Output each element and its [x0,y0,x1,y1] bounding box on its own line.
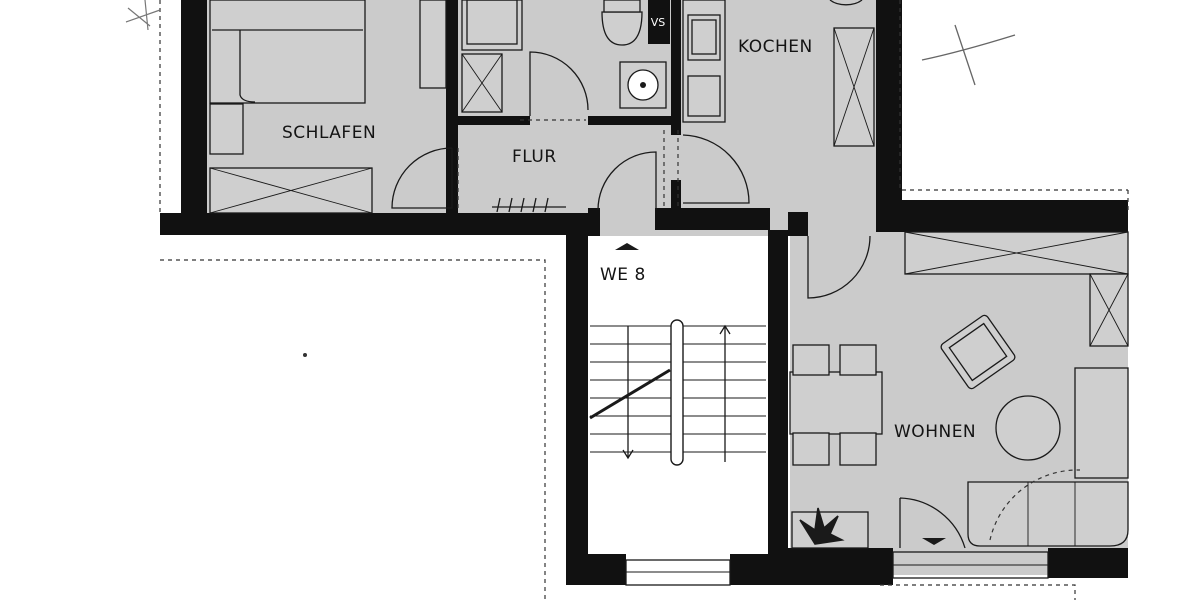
wall-kitchen-living [788,212,808,236]
sofa-cushions [1027,482,1076,546]
kitchen-sink-2 [691,19,717,55]
living-wardrobe-cross [904,231,1129,275]
wall-living-south-b [1048,548,1128,578]
shower-cabinet-cross [461,53,503,113]
room-label-schlafen: SCHLAFEN [282,123,376,143]
kitchen-sink [687,14,721,61]
door-bedroom [391,147,453,209]
room-labels: SCHLAFEN FLUR KOCHEN WOHNEN WE 8 [282,37,976,442]
wall-bedroom-west [181,0,207,217]
wardrobe-bedroom-cross [209,167,373,214]
bed [209,0,366,104]
wall-stair-east [768,230,788,585]
walls [160,0,1128,585]
stair-landing-marker [615,243,639,250]
room-label-kochen: KOCHEN [738,37,813,57]
speck [303,353,307,357]
door-kitchen [682,134,750,204]
sketch-marks [125,0,1016,357]
wall-bedroom-south [160,213,570,235]
plant [799,507,845,545]
toilet-tank [603,0,641,13]
room-label-flur: FLUR [512,147,557,167]
pencil-cross-left [125,0,161,31]
kitchen-fixtures [682,0,875,147]
stair-arrow-up [719,324,731,462]
door-balcony [899,497,966,549]
vent-shaft [648,0,670,44]
wardrobe-hooks [492,197,566,213]
bedroom-furniture [209,0,447,214]
stair-window [625,559,731,586]
unit-label: WE 8 [600,265,646,285]
living-shelf-cross [1089,273,1129,347]
kitchen-round [829,0,863,6]
wall-stair-west [566,213,588,585]
kitchen-cabinet-cross [833,27,875,147]
bathtub-inner [466,0,518,45]
stair-handrail [670,319,684,466]
hall-dotted [457,119,679,210]
bathroom-fixtures: VS [461,0,670,116]
washing-machine-center [640,82,646,88]
bath-door-swing [529,51,589,116]
bedroom-desk [419,0,447,89]
wall-kitchen-east [876,0,902,212]
room-label-wohnen: WOHNEN [894,422,976,442]
kitchen-counter [682,0,726,123]
toilet [601,11,643,46]
wall-living-north [876,200,1128,232]
chair-4 [839,432,877,466]
wall-stair-top [588,208,600,236]
chair-2 [839,344,877,376]
wall-kitchen-hall [671,180,681,215]
staircase [589,243,766,586]
wall-hall-north-a [455,116,530,125]
stair-break-line [589,368,671,420]
hall-floor [455,122,680,212]
pencil-cross-right [921,24,1016,86]
kitchen-stove [687,75,721,117]
dining-table [789,371,883,435]
door-entrance [597,151,657,211]
living-furniture [789,231,1129,579]
hall-fixtures [391,119,750,213]
wall-bath-kitchen [671,0,681,135]
balcony-marker [922,538,946,545]
vent-label: VS [651,16,666,29]
wall-hall-north-b [588,116,680,125]
sofa-main [967,481,1129,547]
chair-1 [792,344,830,376]
coffee-table [995,395,1061,461]
dashed-outlines [159,0,1129,600]
chair-3 [792,432,830,466]
wall-stair-south-a [566,554,626,585]
sofa-dotted [989,469,1081,541]
nightstand [209,103,244,155]
wall-bedroom-bath [446,0,458,215]
sofa-side [1074,367,1129,479]
wall-stair-south-b [730,554,790,585]
armchair [940,314,1016,390]
stair-treads-left [590,325,672,453]
bed-cover-fold [239,30,256,103]
door-living [807,235,871,299]
stair-treads-right [682,325,766,453]
bathtub [461,0,523,51]
wall-stair-top-2 [655,208,770,230]
stair-arrow-down [622,326,634,460]
